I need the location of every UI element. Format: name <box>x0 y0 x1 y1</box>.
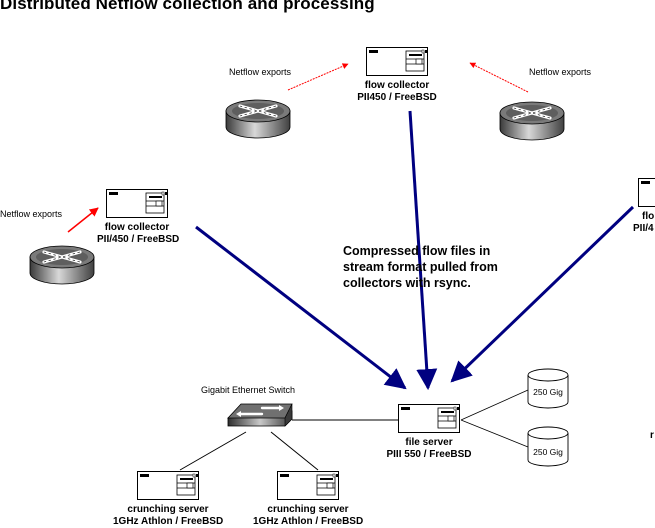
collector-left-label: flow collector PII/450 / FreeBSD <box>97 222 177 246</box>
export-arrow-top-left <box>288 64 348 90</box>
disk-icon-2: 250 Gig <box>528 427 568 466</box>
collector-right-name: flo <box>633 211 654 223</box>
rsync-note: Compressed flow files in stream format p… <box>343 243 498 291</box>
router-icon-top-right <box>500 102 564 140</box>
file-server-spec: PIII 550 / FreeBSD <box>379 449 479 461</box>
export-arrow-left <box>68 208 98 232</box>
rsync-note-line-1: Compressed flow files in <box>343 243 498 259</box>
switch-label: Gigabit Ethernet Switch <box>201 385 295 395</box>
cruncher-2-name: crunching server <box>253 504 363 516</box>
collector-top-spec: PII450 / FreeBSD <box>357 92 437 104</box>
cruncher-1-label: crunching server 1GHz Athlon / FreeBSD <box>113 504 223 528</box>
cruncher-2-label: crunching server 1GHz Athlon / FreeBSD <box>253 504 363 528</box>
collector-top-name: flow collector <box>357 80 437 92</box>
server-icon-file-server <box>399 405 460 433</box>
server-icon-collector-top <box>367 48 428 76</box>
right-edge-text-fragment: r <box>650 430 654 442</box>
collector-left-spec: PII/450 / FreeBSD <box>97 234 177 246</box>
file-server-label: file server PIII 550 / FreeBSD <box>379 437 479 461</box>
cruncher-2-spec: 1GHz Athlon / FreeBSD <box>253 516 363 528</box>
router-icon-left <box>30 246 94 284</box>
export-label-top-left: Netflow exports <box>229 67 291 77</box>
diagram-title: Distributed Netflow collection and proce… <box>0 0 375 14</box>
disk-2-label: 250 Gig <box>533 447 563 457</box>
rsync-note-line-2: stream format pulled from <box>343 259 498 275</box>
server-icon-collector-left <box>107 190 168 218</box>
link-switch-cruncher-1 <box>180 432 246 470</box>
collector-left-name: flow collector <box>97 222 177 234</box>
export-label-left: Netflow exports <box>0 209 62 219</box>
link-switch-cruncher-2 <box>271 432 318 470</box>
collector-right-label: flo PII/4 <box>633 211 654 235</box>
disk-1-label: 250 Gig <box>533 387 563 397</box>
link-fileserver-disk-1 <box>461 390 528 420</box>
export-arrow-top-right <box>470 63 528 92</box>
router-icon-top-left <box>226 100 290 138</box>
disk-icon-1: 250 Gig <box>528 369 568 408</box>
cruncher-1-name: crunching server <box>113 504 223 516</box>
collector-right-spec: PII/4 <box>633 223 654 235</box>
cruncher-1-spec: 1GHz Athlon / FreeBSD <box>113 516 223 528</box>
rsync-arrow-from-right-collector <box>452 207 633 381</box>
server-icon-collector-right <box>639 179 655 207</box>
server-icon-cruncher-1 <box>138 472 199 500</box>
file-server-name: file server <box>379 437 479 449</box>
export-label-top-right: Netflow exports <box>529 67 591 77</box>
collector-top-label: flow collector PII450 / FreeBSD <box>357 80 437 104</box>
rsync-note-line-3: collectors with rsync. <box>343 275 498 291</box>
switch-icon <box>228 404 292 426</box>
server-icon-cruncher-2 <box>278 472 339 500</box>
